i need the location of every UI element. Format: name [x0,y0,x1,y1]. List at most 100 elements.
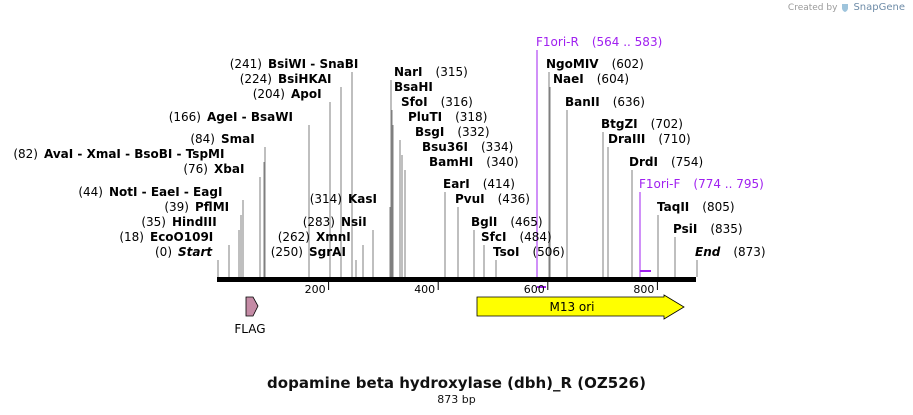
credit: Created by SnapGene [788,2,905,13]
restriction-site[interactable]: (35)HindIII [141,215,216,229]
site-name: NsiI [341,215,367,229]
map-subtitle: 873 bp [437,393,476,406]
restriction-site[interactable]: DraIII (710) [608,132,691,146]
snapgene-logo-icon [842,3,849,12]
site-name: DraIII [608,132,645,146]
primer-site[interactable]: F1ori-F(774 .. 795) [639,177,764,191]
site-position: (0) [155,245,172,259]
site-name: BsiWI - SnaBI [268,57,358,71]
restriction-site[interactable]: BtgZI(702) [601,117,683,131]
site-position: (318) [455,110,487,124]
restriction-site[interactable]: EarI(414) [443,177,515,191]
site-name: KasI [348,192,377,206]
site-name: NotI - EaeI - EagI [109,185,222,199]
restriction-site[interactable]: BglI(465) [471,215,543,229]
restriction-site[interactable]: (76)XbaI [183,162,244,176]
site-position: (604) [597,72,629,86]
site-name: NgoMIV [546,57,599,71]
m13-ori-feature[interactable]: M13 ori [476,294,685,320]
restriction-site[interactable]: SfcI(484) [481,230,552,244]
restriction-site[interactable]: (18)EcoO109I [119,230,213,244]
restriction-site[interactable]: BsgI(332) [415,125,490,139]
restriction-site[interactable]: Bsu36I (334) [422,140,513,154]
site-position: (436) [498,192,530,206]
site-position: (636) [613,95,645,109]
site-name: XbaI [214,162,244,176]
site-name: Start [178,245,213,259]
restriction-site[interactable]: (314)KasI [310,192,377,206]
map-title: dopamine beta hydroxylase (dbh)_R (OZ526… [267,374,646,392]
site-name: SfcI [481,230,506,244]
flag-arrow[interactable] [245,296,259,317]
site-name: BamHI [429,155,473,169]
restriction-site[interactable]: (262)XmnI [278,230,351,244]
site-position: (250) [271,245,303,259]
site-position: (334) [481,140,513,154]
primer-site[interactable]: F1ori-R (564 .. 583) [536,35,662,49]
site-position: (414) [483,177,515,191]
site-position: (35) [141,215,166,229]
site-name: PvuI [455,192,485,206]
restriction-site[interactable]: (84) SmaI [190,132,254,146]
site-position: (835) [710,222,742,236]
restriction-site[interactable]: (44) NotI - EaeI - EagI [78,185,222,199]
restriction-site[interactable]: PvuI (436) [455,192,530,206]
site-position: (204) [253,87,285,101]
restriction-site[interactable]: BsaHI [394,80,433,94]
sequence-map[interactable]: (0) Start(18)EcoO109I(35)HindIII(39)PflMI… [0,0,913,372]
restriction-site[interactable]: PsiI(835) [673,222,743,236]
site-name: BglI [471,215,497,229]
site-name: BtgZI [601,117,638,131]
restriction-site[interactable]: BanII (636) [565,95,645,109]
restriction-site[interactable]: (250)SgrAI [271,245,346,259]
flag-feature[interactable]: FLAG [234,296,266,336]
restriction-site[interactable]: (82)AvaI - XmaI - BsoBI - TspMI [13,147,224,161]
site-name: TsoI [493,245,519,259]
site-name: BsgI [415,125,444,139]
site-position: (82) [13,147,38,161]
site-leaders [217,50,698,288]
sequence-backbone[interactable] [217,277,696,282]
restriction-site[interactable]: (224)BsiHKAI [240,72,332,86]
restriction-site[interactable]: TaqII (805) [657,200,735,214]
restriction-site[interactable]: (0) Start [155,245,213,259]
restriction-site[interactable]: End(873) [695,245,766,259]
site-name: Bsu36I [422,140,468,154]
restriction-site[interactable]: TsoI(506) [493,245,565,259]
site-position: (564 .. 583) [592,35,662,49]
restriction-site[interactable]: (204)ApoI [253,87,322,101]
site-position: (84) [190,132,215,146]
restriction-site[interactable]: (166)AgeI - BsaWI [169,110,293,124]
restriction-site[interactable]: SfoI(316) [401,95,473,109]
site-name: NarI [394,65,423,79]
site-position: (315) [436,65,468,79]
restriction-site[interactable]: NgoMIV (602) [546,57,644,71]
restriction-site[interactable]: NarI (315) [394,65,468,79]
restriction-site[interactable]: BamHI(340) [429,155,519,169]
site-position: (710) [658,132,690,146]
restriction-site[interactable]: (283)NsiI [303,215,367,229]
site-position: (805) [702,200,734,214]
site-name: SmaI [221,132,255,146]
site-position: (754) [671,155,703,169]
scale-tick-label: 400 [414,283,435,296]
site-name: F1ori-R [536,35,579,49]
site-position: (166) [169,110,201,124]
site-position: (262) [278,230,310,244]
restriction-site[interactable]: NaeI(604) [553,72,629,86]
m13-ori-arrow[interactable] [476,294,685,320]
site-name: TaqII [657,200,689,214]
site-name: PluTI [408,110,442,124]
site-name: BanII [565,95,600,109]
site-name: EcoO109I [150,230,213,244]
site-name: DrdI [629,155,658,169]
site-name: BsaHI [394,80,433,94]
site-position: (44) [78,185,103,199]
restriction-site[interactable]: PluTI (318) [408,110,487,124]
credit-brand: SnapGene [853,2,905,13]
restriction-site[interactable]: DrdI (754) [629,155,703,169]
restriction-site[interactable]: (39)PflMI [164,200,229,214]
restriction-site[interactable]: (241)BsiWI - SnaBI [230,57,359,71]
site-position: (602) [612,57,644,71]
